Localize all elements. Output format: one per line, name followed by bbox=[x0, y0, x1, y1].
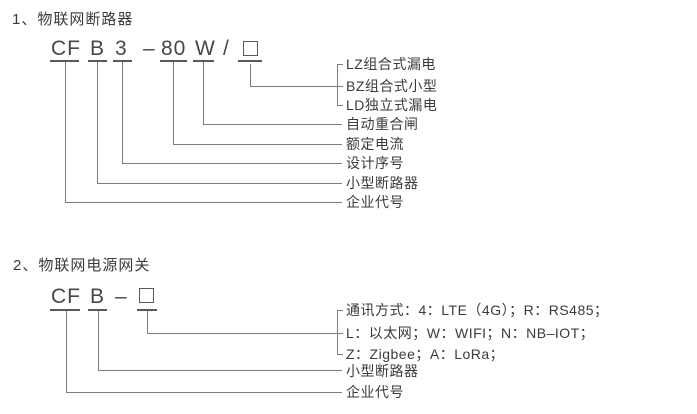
label-auto-recloser: 自动重合闸 bbox=[346, 116, 419, 132]
underline-mark bbox=[88, 60, 107, 62]
label-comm-mode-line2: L：以太网；W：WIFI；N：NB–IOT； bbox=[346, 325, 595, 341]
leader-line bbox=[122, 62, 123, 163]
bracket-line bbox=[337, 86, 343, 87]
model1-recloser-code: W bbox=[195, 37, 216, 60]
section2-title: 2、物联网电源网关 bbox=[13, 257, 151, 274]
model1-breaker-code: B bbox=[90, 37, 106, 60]
label-company-code: 企业代号 bbox=[346, 194, 404, 210]
label-mini-breaker: 小型断路器 bbox=[346, 175, 419, 191]
label-mini-breaker: 小型断路器 bbox=[346, 363, 419, 379]
leader-line bbox=[173, 62, 174, 144]
bracket-line bbox=[337, 333, 343, 334]
leader-line bbox=[98, 370, 342, 371]
leader-line bbox=[173, 144, 342, 145]
section1-title: 1、物联网断路器 bbox=[12, 11, 134, 28]
leader-line bbox=[98, 311, 99, 370]
model1-design-serial: 3 bbox=[115, 37, 128, 60]
model1-company-code: CF bbox=[51, 37, 81, 60]
model2-box-symbol bbox=[139, 288, 154, 303]
label-bz-combined-mini: BZ组合式小型 bbox=[346, 78, 438, 94]
underline-mark bbox=[50, 309, 80, 311]
leader-line bbox=[66, 311, 67, 392]
underline-mark bbox=[193, 60, 214, 62]
leader-line bbox=[97, 183, 342, 184]
label-company-code: 企业代号 bbox=[346, 384, 404, 400]
leader-line bbox=[66, 392, 342, 393]
model1-box-symbol bbox=[243, 41, 258, 56]
leader-line bbox=[250, 64, 251, 86]
label-ld-independent-leakage: LD独立式漏电 bbox=[346, 97, 438, 113]
bracket-line bbox=[337, 354, 343, 355]
underline-mark bbox=[88, 309, 107, 311]
bracket-line bbox=[337, 105, 343, 106]
model1-rated-current: 80 bbox=[161, 37, 187, 60]
leader-line bbox=[65, 62, 66, 202]
leader-line bbox=[147, 311, 148, 333]
leader-line bbox=[122, 163, 342, 164]
leader-line bbox=[203, 124, 342, 125]
model1-slash: / bbox=[223, 37, 230, 60]
underline-mark bbox=[113, 60, 132, 62]
model2-breaker-code: B bbox=[90, 285, 106, 308]
underline-mark bbox=[160, 60, 187, 62]
leader-line bbox=[97, 62, 98, 183]
underline-mark bbox=[137, 309, 157, 311]
label-comm-mode-line3: Z：Zigbee；A：LoRa； bbox=[346, 346, 505, 362]
model2-dash: – bbox=[115, 285, 128, 308]
underline-mark bbox=[238, 60, 262, 62]
leader-line bbox=[250, 86, 337, 87]
leader-line bbox=[203, 62, 204, 124]
bracket-line bbox=[337, 310, 343, 311]
label-lz-combined-leakage: LZ组合式漏电 bbox=[346, 56, 436, 72]
underline-mark bbox=[50, 60, 79, 62]
label-design-serial: 设计序号 bbox=[346, 155, 404, 171]
leader-line bbox=[147, 333, 337, 334]
label-comm-mode-line1: 通讯方式：4：LTE（4G）；R：RS485； bbox=[346, 302, 609, 318]
model2-company-code: CF bbox=[51, 285, 81, 308]
model1-dash: – bbox=[143, 37, 156, 60]
leader-line bbox=[65, 202, 342, 203]
bracket-line bbox=[337, 64, 338, 106]
bracket-line bbox=[337, 64, 343, 65]
label-rated-current: 额定电流 bbox=[346, 136, 404, 152]
bracket-line bbox=[337, 310, 338, 355]
